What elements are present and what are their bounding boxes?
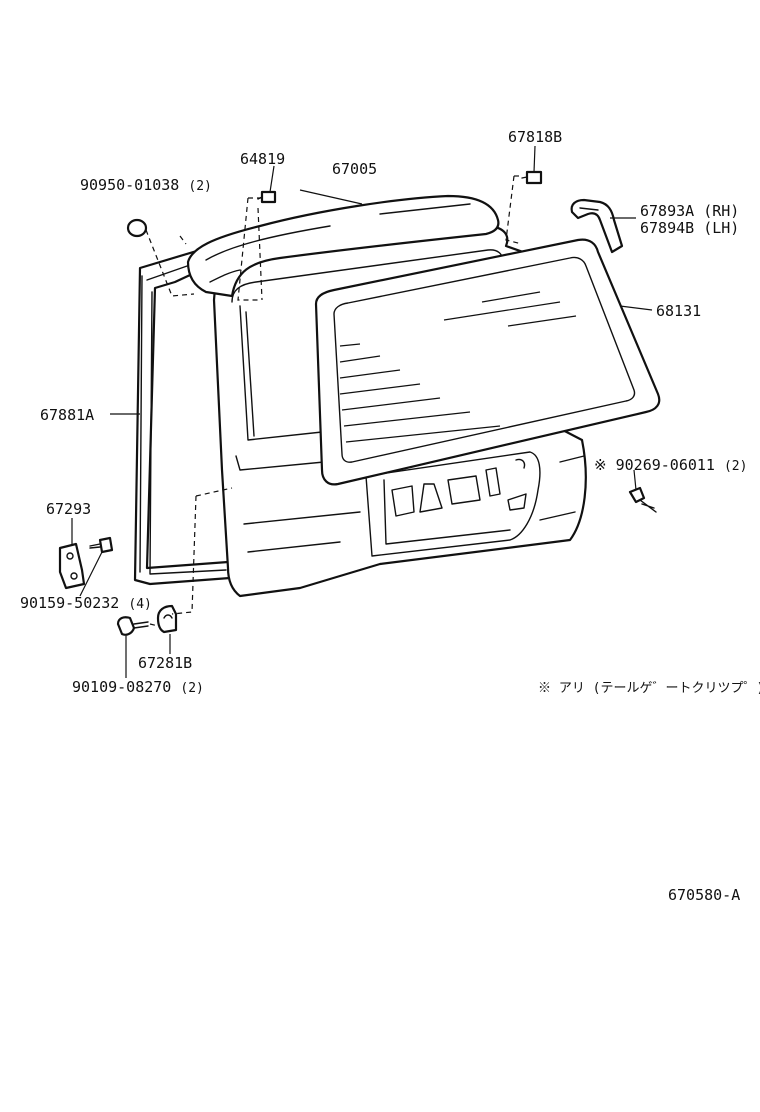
leader-lines xyxy=(71,145,653,678)
bracket-67281b xyxy=(156,604,178,634)
part-label-90269: ※ 90269-06011 (2) xyxy=(594,456,747,474)
part-label-67005: 67005 xyxy=(332,160,377,178)
diagram-code: 670580-A xyxy=(668,886,740,904)
clip-67818b xyxy=(521,170,543,185)
part-label-68131: 68131 xyxy=(656,302,701,320)
hinge-67293 xyxy=(58,542,86,590)
part-label-90159: 90159-50232 (4) xyxy=(20,594,152,612)
clip-64819 xyxy=(257,190,277,204)
back-window-glass-part xyxy=(314,238,661,486)
side-cover-part xyxy=(570,198,624,254)
part-label-64819: 64819 xyxy=(240,150,285,168)
bolt-90269 xyxy=(628,486,657,513)
part-label-67894b: 67894B (LH) xyxy=(640,219,739,237)
part-label-67293: 67293 xyxy=(46,500,91,518)
spoiler-part xyxy=(186,194,500,298)
part-label-90950: 90950-01038 (2) xyxy=(80,176,212,194)
dashed-assembly-lines xyxy=(145,175,523,627)
bolt-90159 xyxy=(89,536,114,554)
part-label-67881a: 67881A xyxy=(40,406,94,424)
bolt-90109 xyxy=(116,616,149,636)
part-label-67281b: 67281B xyxy=(138,654,192,672)
part-label-67893a: 67893A (RH) xyxy=(640,202,739,220)
part-label-67818b: 67818B xyxy=(508,128,562,146)
clip-note: ※ アリ (テールゲ゛ートクリツプ゜) xyxy=(538,681,760,696)
part-label-90109: 90109-08270 (2) xyxy=(72,678,204,696)
hole-plug-90950 xyxy=(126,218,148,238)
